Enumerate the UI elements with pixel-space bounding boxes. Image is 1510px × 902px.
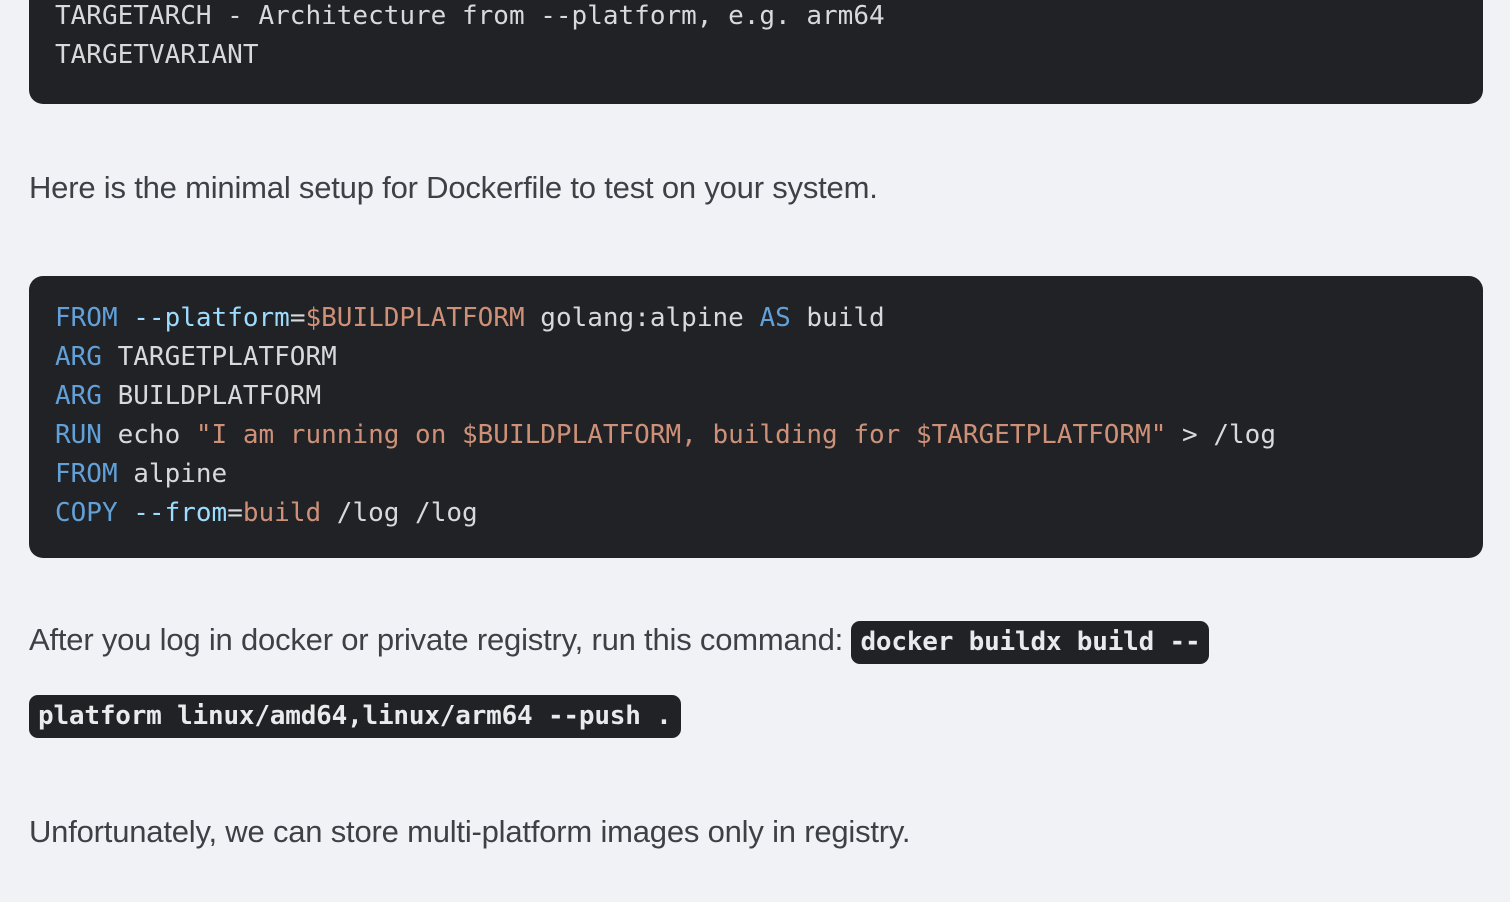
code-token: = — [227, 498, 243, 528]
code-token: COPY — [55, 498, 118, 528]
code-token: golang:alpine — [524, 303, 760, 333]
code-token: ARG — [55, 381, 102, 411]
code-token: build — [242, 498, 322, 528]
code-token: FROM — [55, 303, 118, 333]
code-token: /log /log — [321, 498, 478, 528]
code-token: "I am running on $BUILDPLATFORM, buildin… — [195, 420, 1167, 450]
code-token: > /log — [1166, 420, 1276, 450]
code-token: alpine — [117, 459, 228, 489]
code-line: RUN echo "I am running on $BUILDPLATFORM… — [55, 416, 1457, 455]
code-line: ARG TARGETPLATFORM — [55, 338, 1457, 377]
code-token — [118, 303, 134, 333]
code-token: build — [790, 303, 885, 333]
code-line: COPY --from=build /log /log — [55, 494, 1457, 533]
code-token: echo — [101, 420, 196, 450]
code-line: TARGETVARIANT — [55, 36, 1457, 75]
paragraph-command: After you log in docker or private regis… — [29, 604, 1483, 752]
paragraph-registry-note: Unfortunately, we can store multi-platfo… — [29, 814, 911, 849]
code-token: FROM — [55, 459, 118, 489]
code-token: --from — [133, 498, 228, 528]
code-line: TARGETARCH - Architecture from --platfor… — [55, 0, 1457, 36]
inline-code-fragment-2: platform linux/amd64,linux/arm64 --push … — [38, 701, 672, 731]
code-token — [118, 498, 134, 528]
inline-code-fragment-1: docker buildx build -- — [860, 627, 1201, 657]
code-token: ARG — [55, 342, 102, 372]
code-line: ARG BUILDPLATFORM — [55, 377, 1457, 416]
code-token: TARGETARCH - Architecture from --platfor… — [55, 1, 885, 31]
code-token: $BUILDPLATFORM — [305, 303, 525, 333]
command-prefix-text: After you log in docker or private regis… — [29, 622, 852, 657]
code-token: TARGETVARIANT — [55, 40, 259, 70]
code-block-dockerfile: FROM --platform=$BUILDPLATFORM golang:al… — [29, 276, 1483, 558]
code-token: RUN — [55, 420, 102, 450]
code-token: --platform — [133, 303, 290, 333]
code-token: AS — [759, 303, 791, 333]
code-token: TARGETPLATFORM — [101, 342, 337, 372]
paragraph-intro: Here is the minimal setup for Dockerfile… — [29, 170, 878, 205]
code-line: FROM alpine — [55, 455, 1457, 494]
code-block-build-args: TARGETARCH - Architecture from --platfor… — [29, 0, 1483, 104]
code-line: FROM --platform=$BUILDPLATFORM golang:al… — [55, 299, 1457, 338]
code-token: BUILDPLATFORM — [101, 381, 322, 411]
code-token: = — [289, 303, 306, 333]
